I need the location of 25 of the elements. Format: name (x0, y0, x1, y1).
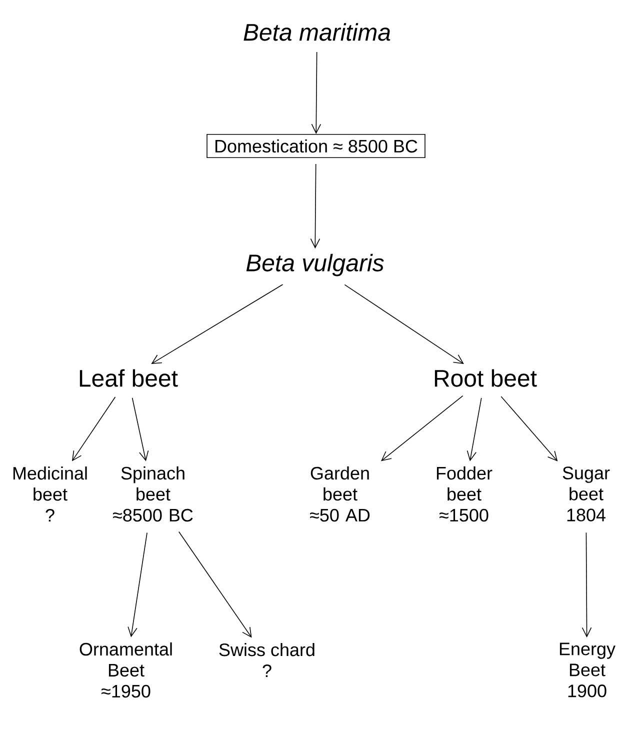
arrow (500, 396, 558, 462)
variety-label: Garden beet ≈50 AD (310, 466, 370, 522)
variety-label: Spinach beet ≈8500 BC (113, 466, 193, 522)
group-label: Root beet (434, 369, 537, 387)
arrow (72, 396, 116, 462)
variety-label: Sugar beet 1804 (562, 466, 610, 522)
variety-label: Ornamental Beet ≈1950 (80, 642, 172, 698)
arrow (310, 164, 320, 249)
arrow (466, 398, 482, 462)
arrow (132, 397, 149, 462)
variety-label: Swiss chard ? (219, 642, 314, 678)
variety-label: Fodder beet ≈1500 (436, 466, 492, 522)
arrow (344, 284, 464, 364)
group-label: Leaf beet (80, 369, 178, 387)
species-label: Beta vulgaris (246, 254, 384, 276)
variety-label: Medicinal beet ? (13, 466, 87, 522)
variety-label: Energy Beet 1900 (560, 642, 616, 698)
species-label: Beta maritima (244, 23, 390, 41)
arrow (128, 532, 148, 638)
arrow (151, 284, 284, 364)
process-box: Domestication ≈ 8500 BC (206, 134, 426, 158)
arrow (380, 395, 464, 462)
arrow (178, 531, 252, 638)
arrow (582, 532, 592, 638)
arrow (311, 52, 322, 134)
